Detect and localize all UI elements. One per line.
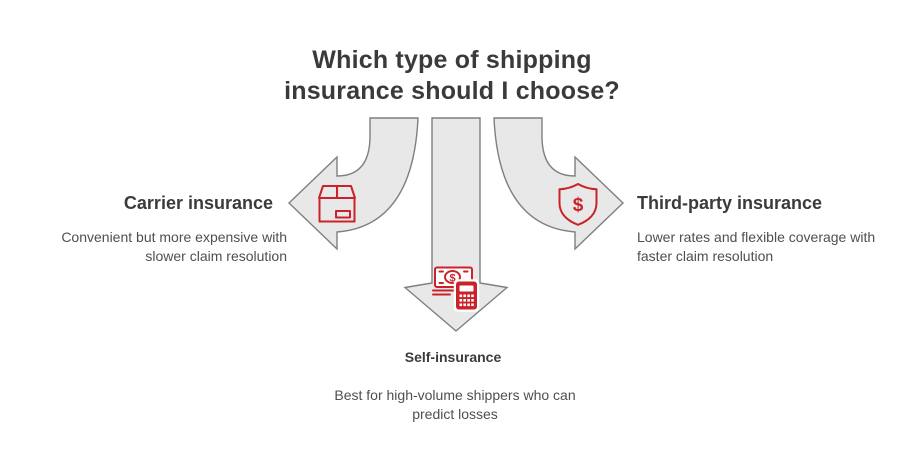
title-line-1: Which type of shipping bbox=[312, 46, 592, 74]
package-box-icon bbox=[318, 185, 356, 223]
title-line-2: insurance should I choose? bbox=[284, 77, 620, 105]
shield-dollar-icon: $ bbox=[558, 183, 598, 226]
calculator-buttons bbox=[459, 294, 474, 307]
self-insurance-description: Best for high-volume shippers who can pr… bbox=[334, 387, 576, 422]
third-party-insurance-description: Lower rates and flexible coverage with f… bbox=[637, 229, 876, 264]
right-curved-arrow bbox=[493, 117, 625, 251]
carrier-insurance-description: Convenient but more expensive with slowe… bbox=[61, 229, 287, 264]
branch-carrier-insurance: Carrier insurance Convenient but more ex… bbox=[61, 193, 287, 266]
left-curved-arrow bbox=[287, 117, 419, 251]
page-title: Which type of shipping insurance should … bbox=[282, 45, 622, 107]
third-party-insurance-heading: Third-party insurance bbox=[637, 193, 823, 213]
decision-arrows-graphic: $ $ bbox=[287, 117, 625, 332]
carrier-insurance-heading: Carrier insurance bbox=[123, 193, 273, 213]
money-calculator-icon: $ bbox=[432, 266, 480, 312]
branch-third-party-insurance: Third-party insurance Lower rates and fl… bbox=[637, 193, 875, 266]
self-insurance-heading: Self-insurance bbox=[404, 349, 502, 365]
banknote-dollar-glyph: $ bbox=[449, 273, 455, 285]
shield-dollar-glyph: $ bbox=[573, 195, 584, 216]
down-arrow bbox=[403, 117, 509, 332]
